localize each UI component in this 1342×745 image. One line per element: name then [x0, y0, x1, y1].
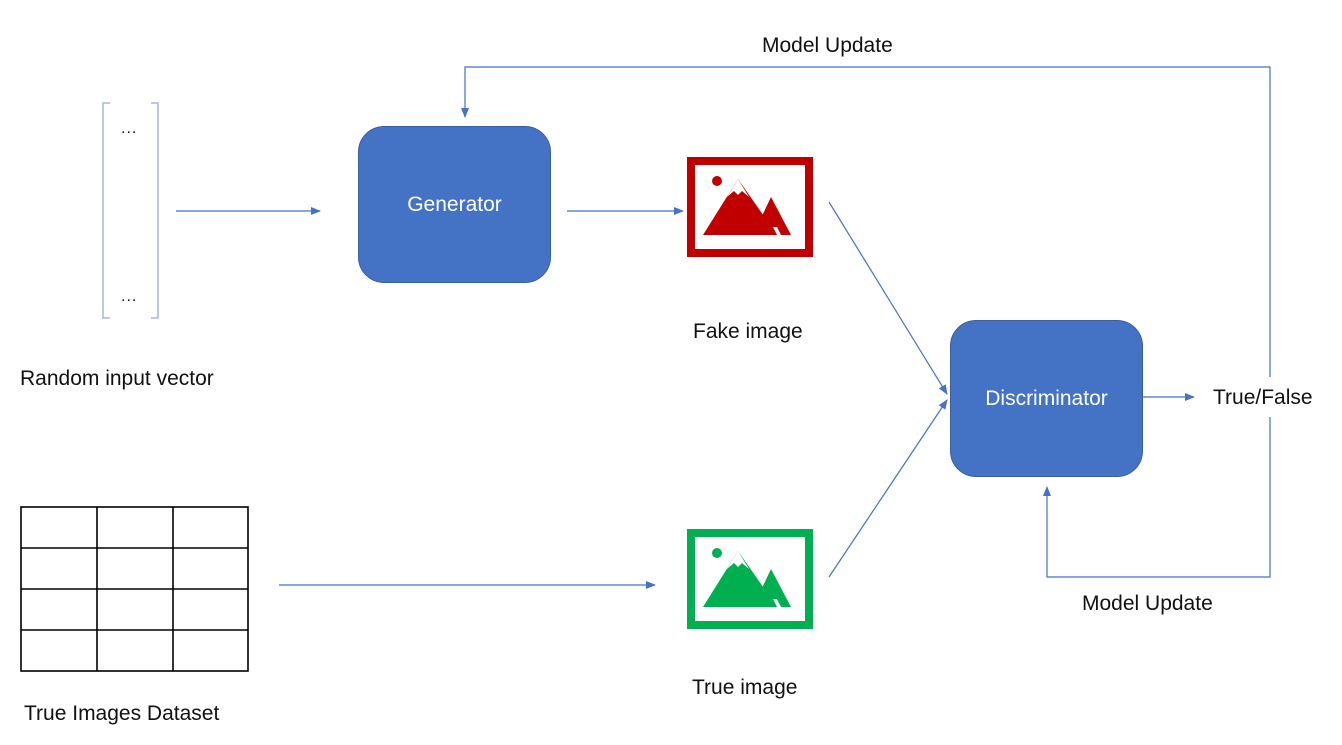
model-update-bottom-label: Model Update — [1082, 592, 1213, 615]
true-image-label: True image — [692, 676, 798, 699]
arrow-true-image-to-discriminator — [828, 399, 948, 578]
fake-image-icon — [687, 157, 813, 257]
feedback-loop-generator — [461, 66, 1271, 377]
generator-box: Generator — [358, 126, 551, 283]
output-label: True/False — [1213, 386, 1313, 409]
input-vector-bracket — [102, 102, 159, 319]
vector-label: Random input vector — [20, 367, 214, 390]
discriminator-box: Discriminator — [950, 320, 1143, 477]
fake-image-label: Fake image — [693, 320, 803, 343]
vector-top-dots: ... — [121, 120, 138, 137]
feedback-loop-discriminator — [1043, 417, 1271, 578]
dataset-grid — [20, 506, 249, 672]
true-image-icon — [687, 529, 813, 629]
generator-label: Generator — [407, 192, 502, 216]
arrow-fake-image-to-discriminator — [828, 201, 948, 395]
discriminator-label: Discriminator — [985, 386, 1108, 410]
dataset-label: True Images Dataset — [24, 702, 220, 725]
model-update-top-label: Model Update — [762, 34, 893, 57]
vector-bottom-dots: ... — [121, 288, 138, 305]
